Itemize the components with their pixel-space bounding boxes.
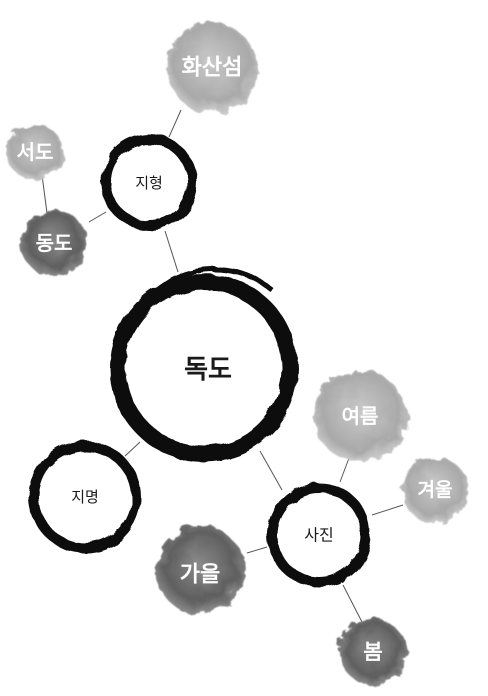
place-name-label: 지명 (71, 488, 99, 506)
blob-east-island: 동도 (21, 210, 87, 276)
connector-center-placename (124, 441, 141, 457)
connector-photos-summer (339, 457, 350, 483)
photos-node: 사진 (267, 483, 371, 587)
connector-terrain-volcanic (168, 109, 182, 138)
brush-ring (29, 441, 141, 553)
ink-wash-shape (314, 370, 406, 462)
connector-photos-winter (371, 504, 404, 516)
spring-label: 봄 (363, 640, 382, 664)
blob-summer: 여름 (314, 370, 406, 462)
ink-wash-shape (402, 457, 468, 523)
autumn-label: 가을 (180, 563, 220, 588)
blob-spring: 봄 (340, 619, 406, 685)
connector-west-east (41, 174, 48, 214)
brush-ring (267, 483, 371, 587)
ink-wash-shape (340, 619, 406, 685)
blob-winter: 겨울 (402, 457, 468, 523)
winter-label: 겨울 (418, 479, 453, 501)
connector-lines (41, 109, 404, 623)
ink-wash-shape (7, 124, 63, 180)
west-island-label: 서도 (17, 140, 54, 164)
photos-label: 사진 (304, 526, 333, 545)
volcanic-island-label: 화산섬 (182, 56, 243, 81)
connector-photos-autumn (246, 546, 268, 554)
blob-autumn: 가을 (156, 526, 244, 614)
blob-volcanic-island: 화산섬 (167, 23, 257, 113)
center-label: 독도 (184, 355, 232, 385)
brush-ring (110, 274, 298, 462)
center-node: 독도 (110, 267, 298, 462)
brush-stroke-tail (129, 267, 274, 322)
connector-center-photos (259, 450, 283, 491)
terrain-label: 지형 (135, 174, 163, 192)
connector-photos-spring (342, 584, 363, 623)
ink-wash-shape (21, 210, 87, 276)
east-island-label: 동도 (36, 231, 73, 255)
ink-wash-shape (167, 23, 257, 113)
brush-ring (101, 134, 197, 230)
summer-label: 여름 (342, 404, 379, 428)
ink-wash-shape (156, 526, 244, 614)
place-name-node: 지명 (29, 441, 141, 553)
connector-terrain-east (88, 211, 107, 223)
blob-west-island: 서도 (7, 124, 63, 180)
connector-center-terrain (164, 230, 179, 273)
terrain-node: 지형 (101, 134, 197, 230)
